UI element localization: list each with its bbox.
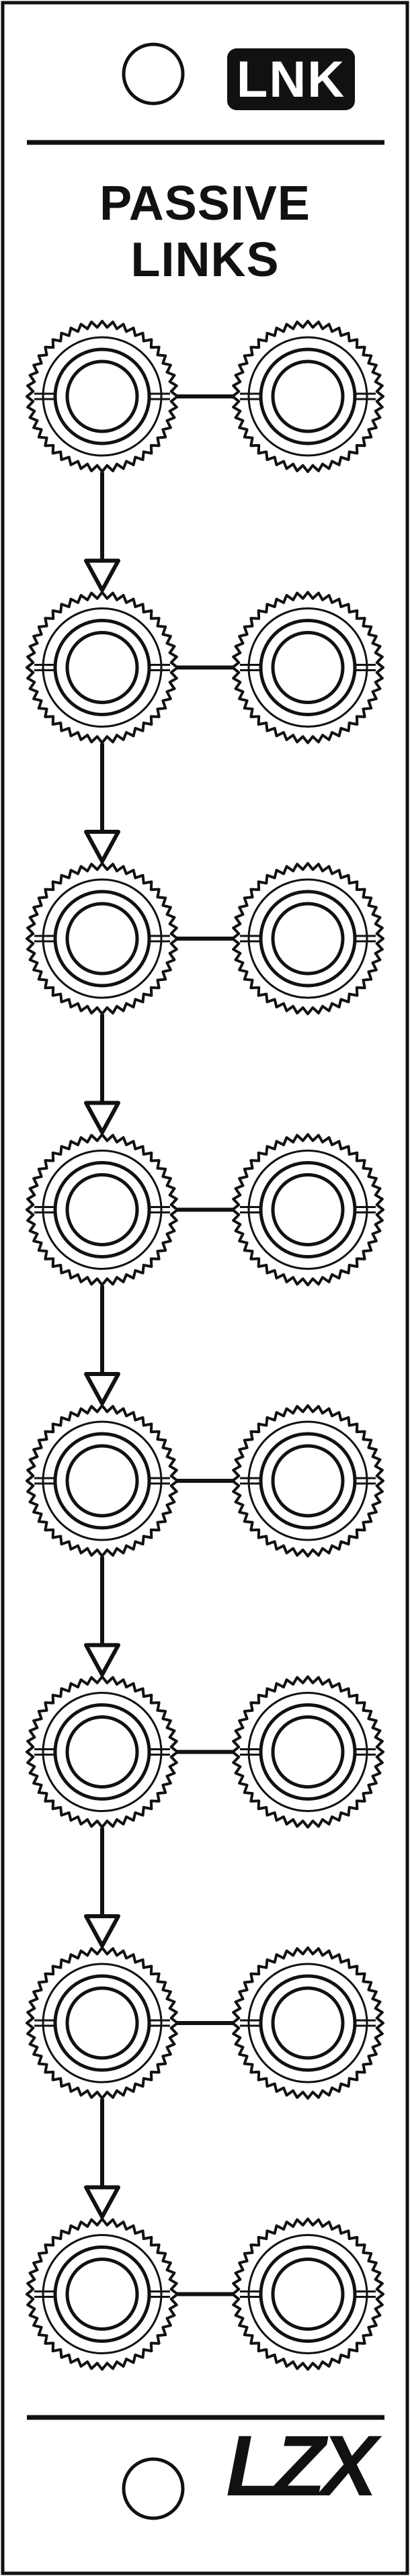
chain-arrow-head xyxy=(84,1101,120,1135)
jack-washer xyxy=(247,2234,368,2354)
chain-arrow-head xyxy=(84,1643,120,1677)
jack-washer xyxy=(247,878,368,999)
jack-washer xyxy=(42,336,163,457)
jack-right[interactable] xyxy=(231,1946,384,2100)
jack-row xyxy=(26,591,384,744)
jack-grid xyxy=(26,320,384,2371)
jack-right[interactable] xyxy=(231,1404,384,1557)
jack-socket xyxy=(271,1173,345,1246)
chain-arrow xyxy=(84,1015,120,1135)
chain-arrow xyxy=(84,1557,120,1677)
jack-row xyxy=(26,2217,384,2371)
chain-arrow xyxy=(84,1285,120,1406)
brand-logo: LZX xyxy=(226,2417,378,2514)
jack-socket xyxy=(271,631,345,704)
jack-left[interactable] xyxy=(26,1133,179,1287)
jack-washer xyxy=(42,1692,163,1812)
jack-washer xyxy=(247,1692,368,1812)
jack-row xyxy=(26,1675,384,1829)
jack-washer xyxy=(247,336,368,457)
jack-washer xyxy=(247,1150,368,1270)
jack-row xyxy=(26,862,384,1015)
chain-arrow-head xyxy=(84,1914,120,1948)
jack-socket xyxy=(65,1173,139,1246)
chain-arrow-head xyxy=(84,558,120,593)
mounting-hole-top xyxy=(122,42,185,105)
jack-washer xyxy=(247,607,368,728)
jack-washer xyxy=(42,878,163,999)
chain-arrow-head xyxy=(84,2185,120,2219)
jack-socket xyxy=(271,1986,345,2060)
jack-left[interactable] xyxy=(26,320,179,473)
jack-row xyxy=(26,320,384,473)
chain-arrow xyxy=(84,1828,120,1948)
jack-socket xyxy=(271,1444,345,1518)
jack-left[interactable] xyxy=(26,1404,179,1557)
jack-washer xyxy=(42,1150,163,1270)
jack-right[interactable] xyxy=(231,591,384,744)
jack-row xyxy=(26,1404,384,1557)
jack-row xyxy=(26,1133,384,1287)
jack-left[interactable] xyxy=(26,1946,179,2100)
jack-washer xyxy=(247,1963,368,2084)
mounting-hole-bottom xyxy=(122,2457,185,2520)
jack-right[interactable] xyxy=(231,862,384,1015)
module-title-line-1: PASSIVE xyxy=(99,177,311,230)
jack-socket xyxy=(65,1715,139,1789)
module-label: LNK xyxy=(236,50,346,108)
jack-socket xyxy=(271,2258,345,2331)
jack-right[interactable] xyxy=(231,1133,384,1287)
jack-socket xyxy=(271,902,345,976)
jack-left[interactable] xyxy=(26,862,179,1015)
chain-arrow xyxy=(84,472,120,593)
jack-right[interactable] xyxy=(231,1675,384,1829)
module-title-line-2: LINKS xyxy=(130,233,280,287)
jack-left[interactable] xyxy=(26,2217,179,2371)
jack-socket xyxy=(271,359,345,433)
jack-socket xyxy=(65,2258,139,2331)
jack-row xyxy=(26,1946,384,2100)
chain-arrow-head xyxy=(84,1372,120,1406)
jack-right[interactable] xyxy=(231,2217,384,2371)
jack-socket xyxy=(65,631,139,704)
jack-socket xyxy=(65,902,139,976)
chain-arrow xyxy=(84,743,120,863)
jack-right[interactable] xyxy=(231,320,384,473)
jack-socket xyxy=(65,1986,139,2060)
jack-left[interactable] xyxy=(26,1675,179,1829)
module-label-badge: LNK xyxy=(227,48,355,110)
chain-arrow-head xyxy=(84,830,120,863)
chain-arrow xyxy=(84,2099,120,2219)
jack-washer xyxy=(42,1963,163,2084)
jack-washer xyxy=(42,607,163,728)
jack-washer xyxy=(42,2234,163,2354)
jack-socket xyxy=(271,1715,345,1789)
jack-socket xyxy=(65,359,139,433)
jack-washer xyxy=(247,1420,368,1541)
jack-washer xyxy=(42,1420,163,1541)
jack-socket xyxy=(65,1444,139,1518)
jack-left[interactable] xyxy=(26,591,179,744)
